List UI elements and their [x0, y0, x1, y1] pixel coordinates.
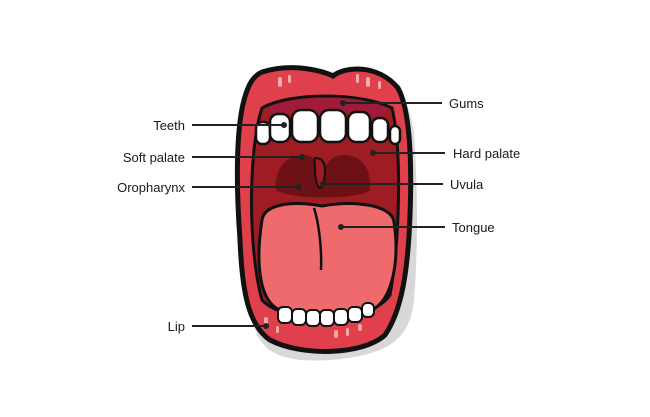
lower-teeth: [277, 302, 375, 327]
leader-lines: [192, 100, 445, 329]
label-tongue: Tongue: [452, 220, 495, 235]
leader-dot-hard-palate: [370, 150, 376, 156]
label-teeth: Teeth: [153, 118, 185, 133]
leader-dot-soft-palate: [299, 154, 305, 160]
uvula: [313, 156, 327, 190]
tongue-midline: [312, 207, 323, 271]
tongue: [257, 202, 398, 318]
leader-dot-lip: [263, 323, 269, 329]
leader-dot-teeth: [281, 122, 287, 128]
label-lip: Lip: [168, 319, 185, 334]
label-uvula: Uvula: [450, 177, 484, 192]
labels: Gums Teeth Hard palate Soft palate Uvula…: [117, 96, 520, 334]
leader-dot-oropharynx: [296, 184, 302, 190]
leader-dot-uvula: [320, 181, 326, 187]
leader-dot-gums: [340, 100, 346, 106]
label-oropharynx: Oropharynx: [117, 180, 185, 195]
label-gums: Gums: [449, 96, 484, 111]
upper-teeth: [254, 108, 402, 146]
label-soft-palate: Soft palate: [123, 150, 185, 165]
label-hard-palate: Hard palate: [453, 146, 520, 161]
leader-dot-tongue: [338, 224, 344, 230]
